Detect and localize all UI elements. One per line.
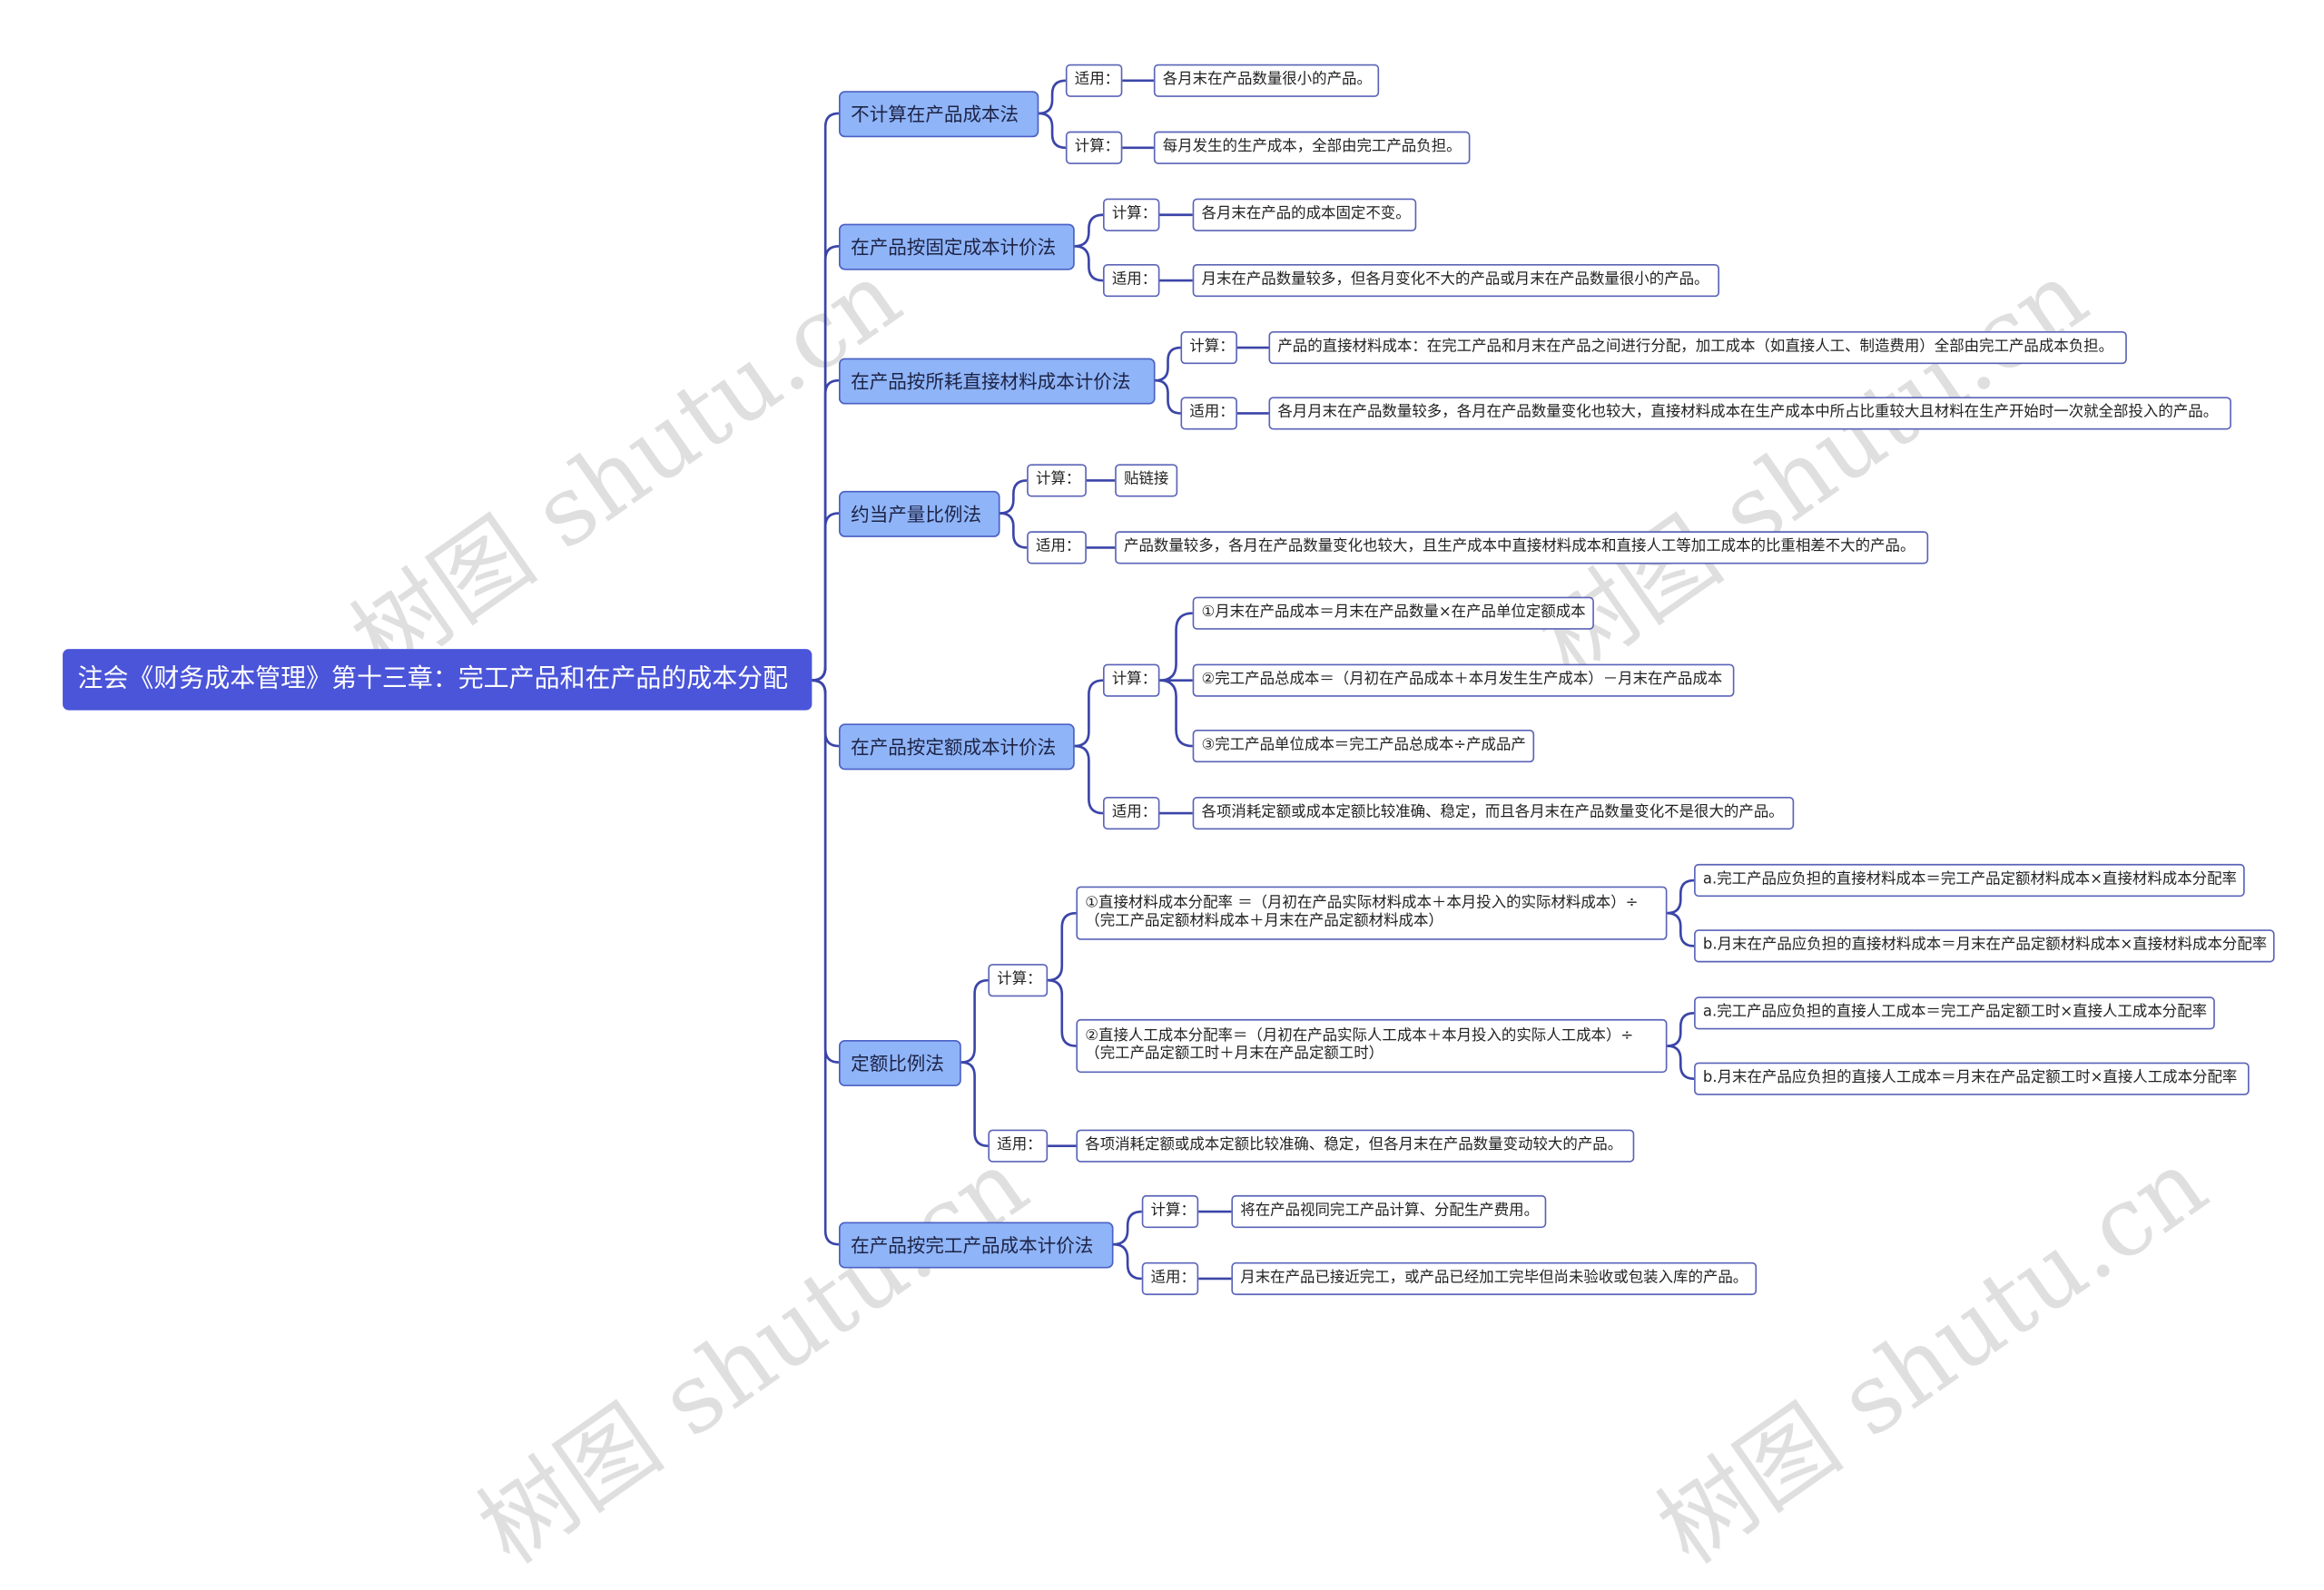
- formula-item[interactable]: a.完工产品应负担的直接材料成本＝完工产品定额材料成本×直接材料成本分配率: [1694, 863, 2245, 898]
- tag-apply[interactable]: 适用：: [1102, 264, 1160, 298]
- connector: [1074, 679, 1104, 748]
- root-node[interactable]: 注会《财务成本管理》第十三章：完工产品和在产品的成本分配: [63, 649, 812, 711]
- tag-apply[interactable]: 适用：: [988, 1129, 1049, 1163]
- connector: [1000, 512, 1028, 549]
- connector: [1667, 878, 1695, 915]
- leaf-text[interactable]: 各月末在产品的成本固定不变。: [1192, 198, 1417, 231]
- tag-apply[interactable]: 适用：: [1102, 796, 1160, 830]
- connector: [1074, 213, 1104, 248]
- branch-no-wip-cost[interactable]: 不计算在产品成本法: [838, 91, 1039, 138]
- connector: [1039, 112, 1066, 150]
- branch-equivalent-units[interactable]: 约当产量比例法: [838, 490, 1000, 537]
- leaf-text[interactable]: 产品数量较多，各月在产品数量变化也较大，且生产成本中直接材料成本和直接人工等加工…: [1115, 531, 1929, 564]
- leaf-text[interactable]: 将在产品视同完工产品计算、分配生产费用。: [1231, 1194, 1547, 1229]
- formula-item[interactable]: ①月末在产品成本＝月末在产品数量×在产品单位定额成本: [1192, 596, 1594, 630]
- leaf-text[interactable]: 产品的直接材料成本：在完工产品和月末在产品之间进行分配，加工成本（如直接人工、制…: [1268, 330, 2127, 365]
- leaf-text[interactable]: 各项消耗定额或成本定额比较准确、稳定，但各月末在产品数量变动较大的产品。: [1076, 1129, 1635, 1163]
- tag-calc[interactable]: 计算：: [1027, 464, 1087, 497]
- connector: [812, 679, 840, 1246]
- connector: [1155, 378, 1181, 415]
- formula-item[interactable]: b.月末在产品应负担的直接材料成本＝月末在产品定额材料成本×直接材料成本分配率: [1694, 929, 2275, 963]
- branch-standard-cost[interactable]: 在产品按定额成本计价法: [838, 723, 1075, 770]
- leaf-text[interactable]: 月末在产品数量较多，但各月变化不大的产品或月末在产品数量很小的产品。: [1192, 264, 1720, 298]
- tag-apply[interactable]: 适用：: [1141, 1261, 1199, 1296]
- branch-direct-material[interactable]: 在产品按所耗直接材料成本计价法: [838, 358, 1156, 405]
- connector: [1113, 1242, 1142, 1281]
- tag-calc[interactable]: 计算：: [1065, 131, 1123, 164]
- connector: [1048, 911, 1077, 982]
- branch-standard-ratio[interactable]: 定额比例法: [838, 1039, 961, 1086]
- tag-calc[interactable]: 计算：: [1102, 198, 1160, 231]
- leaf-text[interactable]: 贴链接: [1115, 464, 1178, 497]
- formula-item[interactable]: b.月末在产品应负担的直接人工成本＝月末在产品定额工时×直接人工成本分配率: [1694, 1062, 2250, 1095]
- tag-apply[interactable]: 适用：: [1065, 64, 1123, 97]
- formula-item[interactable]: a.完工产品应负担的直接人工成本＝完工产品定额工时×直接人工成本分配率: [1694, 996, 2215, 1030]
- branch-fixed-cost[interactable]: 在产品按固定成本计价法: [838, 223, 1075, 270]
- connector: [1074, 244, 1104, 282]
- connector: [960, 978, 989, 1064]
- leaf-text[interactable]: 各月月末在产品数量较多，各月在产品数量变化也较大，直接材料成本在生产成本中所占比…: [1268, 397, 2231, 430]
- connector-lines: [812, 79, 1695, 1281]
- leaf-text[interactable]: 各月末在产品数量很小的产品。: [1153, 64, 1380, 97]
- tag-calc[interactable]: 计算：: [1141, 1194, 1199, 1229]
- connector: [1048, 978, 1077, 1047]
- formula-item[interactable]: ③完工产品单位成本＝完工产品总成本÷产成品产: [1192, 729, 1535, 763]
- connector: [1667, 1045, 1695, 1080]
- tag-calc[interactable]: 计算：: [1180, 330, 1237, 365]
- tag-calc[interactable]: 计算：: [1102, 663, 1160, 697]
- connector: [1000, 479, 1028, 515]
- connector: [1667, 1012, 1695, 1047]
- connector: [1159, 612, 1193, 682]
- connector: [1667, 911, 1695, 947]
- formula-item[interactable]: ②完工产品总成本＝（月初在产品成本＋本月发生生产成本）－月末在产品成本: [1192, 663, 1735, 697]
- connector: [960, 1061, 989, 1147]
- connector: [1155, 346, 1181, 382]
- connector: [812, 512, 840, 682]
- connector: [1159, 679, 1193, 748]
- leaf-text[interactable]: 各项消耗定额或成本定额比较准确、稳定，而且各月末在产品数量变化不是很大的产品。: [1192, 796, 1795, 830]
- material-rate-formula[interactable]: ①直接材料成本分配率 ＝（月初在产品实际材料成本＋本月投入的实际材料成本）÷（完…: [1076, 886, 1668, 940]
- tag-apply[interactable]: 适用：: [1027, 531, 1087, 564]
- connector: [1113, 1210, 1142, 1246]
- leaf-text[interactable]: 每月发生的生产成本，全部由完工产品负担。: [1153, 131, 1471, 164]
- connector: [1039, 79, 1066, 115]
- tag-apply[interactable]: 适用：: [1180, 397, 1237, 430]
- branch-finished-cost[interactable]: 在产品按完工产品成本计价法: [838, 1222, 1114, 1269]
- connector: [1074, 744, 1104, 815]
- leaf-text[interactable]: 月末在产品已接近完工，或产品已经加工完毕但尚未验收或包装入库的产品。: [1231, 1261, 1758, 1296]
- mindmap-canvas: 树图 shutu.cn 树图 shutu.cn 树图 shutu.cn 树图 s…: [63, 64, 2275, 1586]
- labor-rate-formula[interactable]: ②直接人工成本分配率＝（月初在产品实际人工成本＋本月投入的实际人工成本）÷（完工…: [1076, 1018, 1668, 1074]
- tag-calc[interactable]: 计算：: [988, 964, 1049, 997]
